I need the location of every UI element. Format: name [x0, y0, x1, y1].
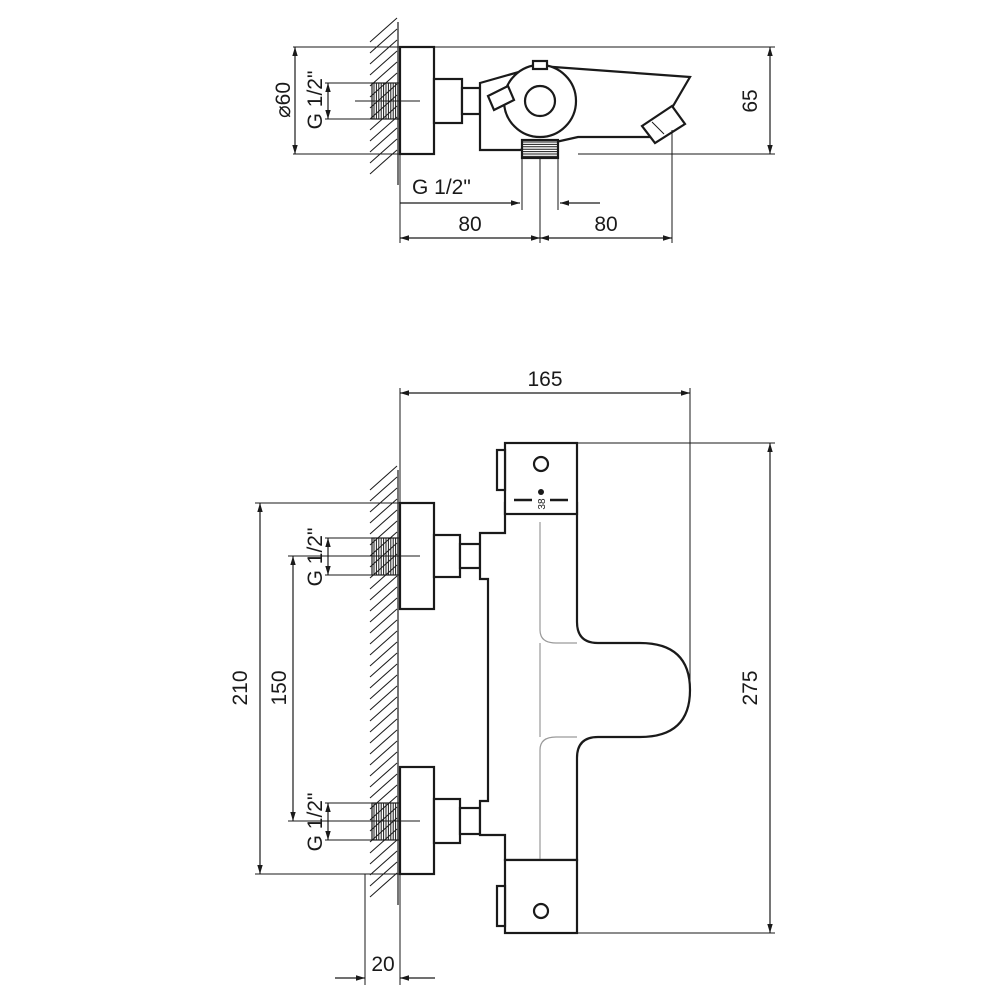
top-view: ⌀60 G 1/2" 65 G 1/2" 80 80 [272, 17, 775, 243]
hatch-line [369, 608, 398, 634]
lower-connector-nut [432, 797, 462, 845]
hatch-line [369, 61, 398, 87]
valve-body [478, 501, 692, 862]
top-spout-head [640, 104, 687, 145]
hatch-line [369, 28, 398, 54]
hatch-line [369, 663, 398, 689]
lower-connector-stem [458, 806, 482, 836]
lower-thread-label: G 1/2" [304, 793, 327, 852]
hatch-line [369, 465, 398, 491]
hatch-line [369, 674, 398, 700]
hatch-line [369, 50, 398, 76]
top-knob-tab [531, 59, 549, 71]
top-handle-tab [495, 448, 507, 492]
top-height-label: 65 [739, 89, 762, 112]
hatch-line [369, 718, 398, 744]
hatch-line [369, 138, 398, 164]
hatch-line [369, 740, 398, 766]
inlet-spacing-label: 150 [268, 670, 291, 705]
hatch-line [369, 476, 398, 502]
hatch-line [369, 729, 398, 755]
hatch-line [369, 707, 398, 733]
hatch-line [369, 17, 398, 43]
hatch-line [369, 828, 398, 854]
top-offset-right-label: 80 [594, 213, 617, 236]
top-knob-center [523, 84, 557, 118]
hatch-line [369, 872, 398, 898]
front-height-label: 275 [739, 670, 762, 705]
hatch-line [369, 773, 398, 799]
hatch-line [369, 597, 398, 623]
top-connector-stem [460, 86, 482, 116]
hatch-line [369, 762, 398, 788]
hatch-line [369, 509, 398, 535]
bottom-handle [503, 858, 579, 935]
upper-thread-label: G 1/2" [304, 528, 327, 587]
top-inlet-thread-label: G 1/2" [304, 71, 327, 130]
bottom-handle-screw [532, 902, 550, 920]
front-width-label: 165 [527, 368, 562, 391]
hatch-line [369, 685, 398, 711]
hatch-line [369, 839, 398, 865]
wall-projection-label: 20 [371, 953, 394, 976]
hatch-line [369, 630, 398, 656]
hatch-line [369, 127, 398, 153]
temperature-mark-label: 38 [537, 498, 548, 510]
hatch-line [369, 751, 398, 777]
hatch-line [369, 564, 398, 590]
top-connector-nut [432, 77, 464, 125]
hatch-line [369, 652, 398, 678]
bottom-handle-tab [495, 884, 507, 928]
hatch-line [369, 575, 398, 601]
front-view: 38 165 275 210 150 G 1/2" [229, 368, 775, 985]
top-diameter-label: ⌀60 [272, 82, 295, 118]
hatch-line [369, 641, 398, 667]
top-handle-screw [532, 455, 550, 473]
hatch-line [369, 586, 398, 612]
hatch-line [369, 116, 398, 142]
top-offset-left-label: 80 [458, 213, 481, 236]
top-knob-lever [486, 84, 516, 112]
top-handle [503, 441, 579, 516]
inlet-spacing-outer-label: 210 [229, 670, 252, 705]
hatch-line [369, 696, 398, 722]
temperature-dot [538, 489, 544, 495]
upper-connector-nut [432, 533, 462, 579]
hatch-line [369, 39, 398, 65]
hatch-line [369, 850, 398, 876]
upper-connector-stem [458, 542, 482, 570]
hatch-line [369, 619, 398, 645]
hatch-line [369, 487, 398, 513]
top-outlet-thread-label: G 1/2" [412, 176, 471, 199]
